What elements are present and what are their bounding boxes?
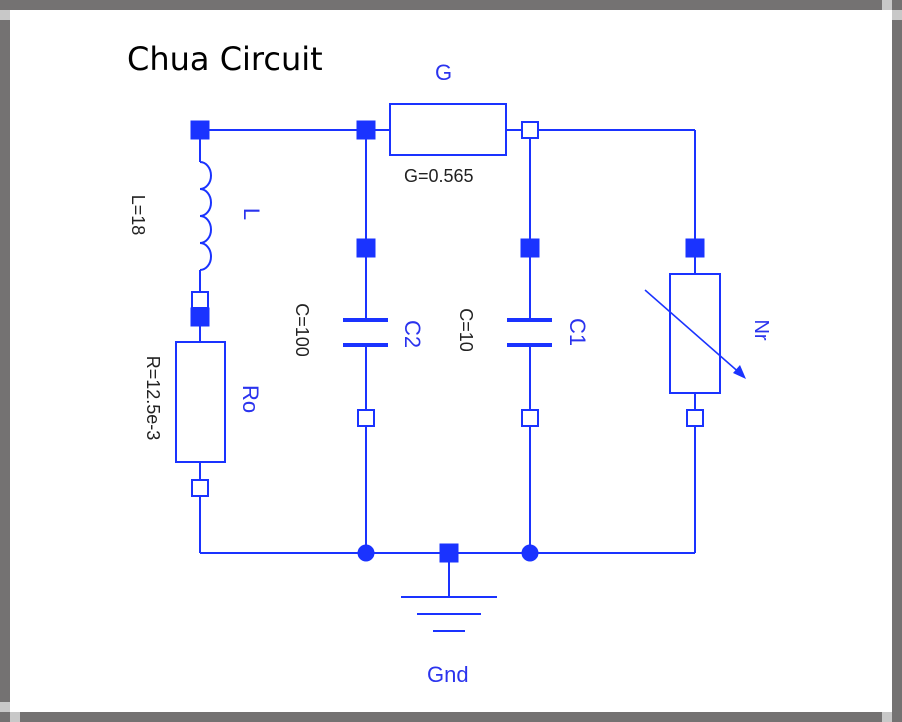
port-hollow[interactable]	[521, 121, 539, 139]
param-l: L=18	[128, 195, 148, 236]
frame-corner	[0, 10, 10, 20]
frame-corner	[882, 0, 892, 10]
component-name-nr: Nr	[750, 319, 772, 340]
port-filled[interactable]	[685, 238, 705, 258]
arrow-head-icon	[733, 365, 746, 379]
port-filled[interactable]	[190, 307, 210, 327]
port-filled[interactable]	[520, 238, 540, 258]
component-name-g: G	[435, 60, 452, 85]
port-hollow[interactable]	[191, 479, 209, 497]
junction-dot	[521, 544, 539, 562]
component-name-c2: C2	[400, 320, 425, 348]
port-hollow[interactable]	[191, 291, 209, 309]
param-ro: R=12.5e-3	[143, 356, 163, 441]
port-filled[interactable]	[356, 120, 376, 140]
port-filled[interactable]	[439, 543, 459, 563]
param-g: G=0.565	[404, 166, 474, 186]
port-filled[interactable]	[356, 238, 376, 258]
param-c1: C=10	[456, 308, 476, 352]
component-name-c1: C1	[565, 318, 590, 346]
port-hollow[interactable]	[521, 409, 539, 427]
conductor-g-body[interactable]	[389, 103, 507, 156]
port-hollow[interactable]	[357, 409, 375, 427]
port-hollow[interactable]	[686, 409, 704, 427]
resistor-ro-body[interactable]	[175, 341, 226, 463]
param-c2: C=100	[292, 303, 312, 357]
nonlinear-arrow-icon	[644, 289, 743, 376]
component-name-ro: Ro	[238, 385, 263, 413]
component-name-gnd: Gnd	[427, 662, 469, 687]
frame-corner	[10, 712, 20, 722]
frame-corner	[0, 702, 10, 712]
frame-corner	[892, 10, 902, 20]
port-filled[interactable]	[190, 120, 210, 140]
diagram-title: Chua Circuit	[127, 40, 323, 78]
diagram-canvas	[10, 10, 892, 712]
component-name-l: L	[239, 208, 264, 220]
junction-dot	[357, 544, 375, 562]
inductor-coil	[199, 161, 212, 271]
frame-corner	[882, 712, 892, 722]
